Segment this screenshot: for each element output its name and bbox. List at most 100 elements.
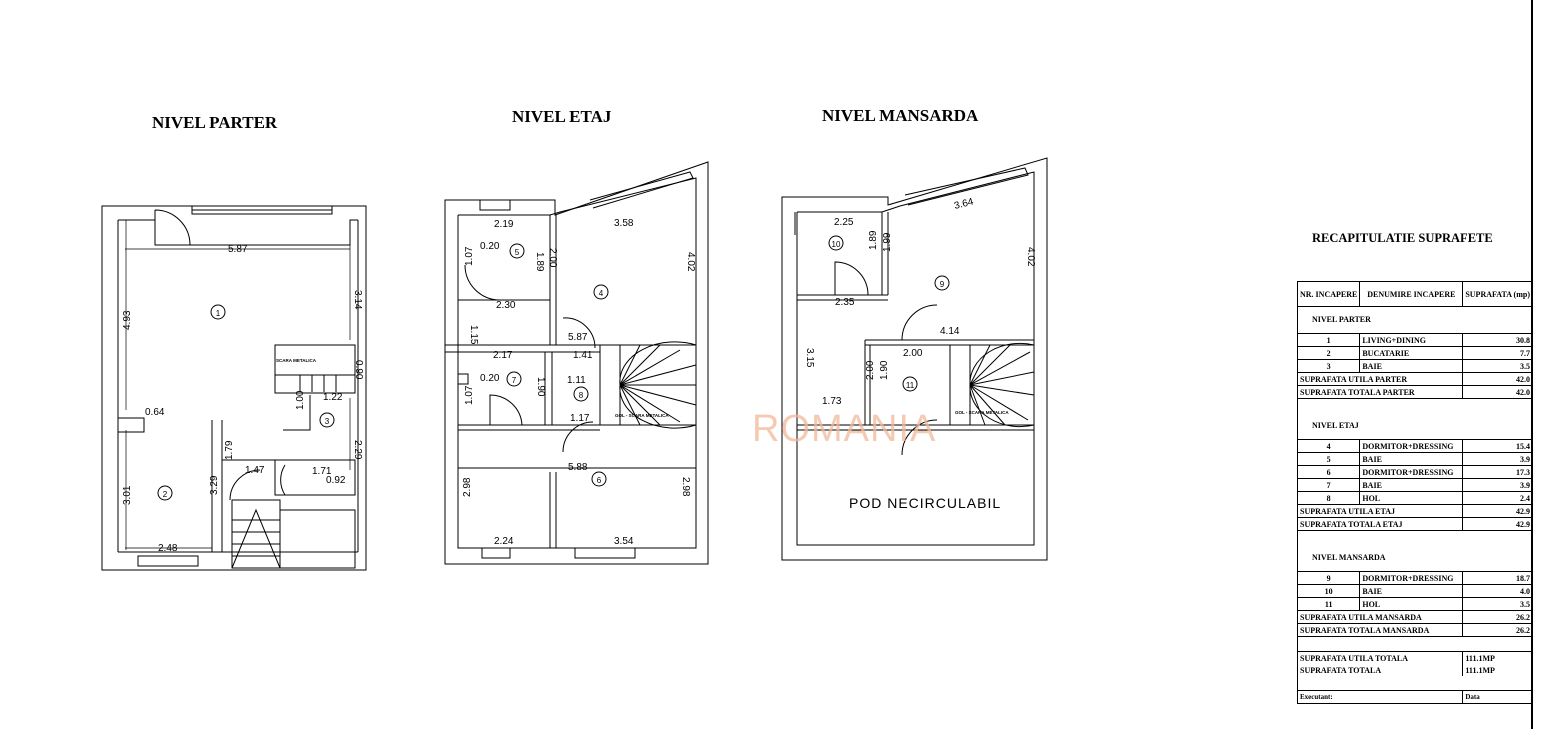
dim: 2.30 <box>496 300 516 311</box>
dim: 3.64 <box>953 196 975 211</box>
dim: 4.02 <box>685 252 696 272</box>
dim: 2.00 <box>547 248 558 268</box>
watermark-romania: ROMANIA <box>752 408 937 450</box>
stair-label: GOL - SCARA METALICA <box>955 410 1009 415</box>
dimension-labels: 5.87 4.93 3.14 0.90 1.22 1.00 0.64 3.01 … <box>122 196 1036 554</box>
dim: 2.19 <box>494 219 514 230</box>
dim: 3.14 <box>352 290 363 310</box>
dim: 0.20 <box>480 241 500 252</box>
dim: 1.00 <box>295 390 306 410</box>
dim: 0.90 <box>353 360 364 380</box>
col-name: DENUMIRE INCAPERE <box>1359 281 1464 307</box>
col-nr: NR. INCAPERE <box>1296 281 1361 307</box>
dim: 2.00 <box>903 348 923 359</box>
dim: 1.89 <box>534 252 545 272</box>
dim: 3.29 <box>209 475 220 495</box>
dim: 3.58 <box>614 218 634 229</box>
room-number: 7 <box>512 376 517 385</box>
room-number: 2 <box>163 490 168 499</box>
dim: 1.11 <box>567 375 586 386</box>
dim: 5.88 <box>568 462 588 473</box>
dim: 1.79 <box>224 440 235 460</box>
dim: 1.89 <box>868 230 879 250</box>
dim: 1.07 <box>464 246 475 266</box>
title-nivel-parter: NIVEL PARTER <box>152 113 278 132</box>
room-number: 3 <box>325 417 330 426</box>
dim: 2.98 <box>680 477 691 497</box>
stair-label: SCARA METALICA <box>276 358 317 363</box>
dim: 3.54 <box>614 536 634 547</box>
dim: 1.99 <box>882 232 893 252</box>
recap-table: NR. INCAPERE DENUMIRE INCAPERE SUPRAFATA… <box>1296 281 1533 704</box>
section-etaj: NIVEL ETAJ <box>1297 413 1533 440</box>
dim: 2.48 <box>158 543 178 554</box>
dim: 0.20 <box>480 373 500 384</box>
col-area: SUPRAFATA (mp) <box>1462 281 1533 307</box>
dim: 1.90 <box>879 360 890 380</box>
plan-parter <box>101 205 367 571</box>
dim: 1.17 <box>570 413 590 424</box>
pod-necirculabil-label: POD NECIRCULABIL <box>849 495 1001 511</box>
dim: 5.87 <box>568 332 588 343</box>
dim: 5.87 <box>228 244 248 255</box>
dim: 1.15 <box>468 325 479 345</box>
room-number: 5 <box>515 248 520 257</box>
dim: 1.47 <box>245 465 265 476</box>
dim: 1.73 <box>822 396 842 407</box>
room-number: 10 <box>832 240 841 249</box>
plan-etaj <box>444 161 709 565</box>
mansarda-outer-wall <box>781 157 1048 561</box>
dim: 2.98 <box>462 477 473 497</box>
stair-label: GOL - SCARA METALICA <box>615 413 669 418</box>
dim: 4.14 <box>940 326 960 337</box>
room-number: 4 <box>599 289 604 298</box>
dim: 1.90 <box>535 377 546 397</box>
parter-outer-wall <box>101 205 367 571</box>
dim: 4.93 <box>122 310 133 330</box>
section-mansarda: NIVEL MANSARDA <box>1297 545 1533 572</box>
room-number: 11 <box>906 381 915 390</box>
dim: 2.00 <box>865 360 876 380</box>
title-nivel-etaj: NIVEL ETAJ <box>512 107 612 126</box>
dim: 0.92 <box>326 475 346 486</box>
dim: 3.15 <box>804 348 815 368</box>
dim: 1.07 <box>464 385 475 405</box>
room-number: 9 <box>940 280 945 289</box>
dim: 1.71 <box>312 466 332 477</box>
title-nivel-mansarda: NIVEL MANSARDA <box>822 106 979 125</box>
room-number: 8 <box>579 391 584 400</box>
dim: 1.22 <box>323 392 343 403</box>
room-number: 1 <box>216 309 221 318</box>
table-header-row: NR. INCAPERE DENUMIRE INCAPERE SUPRAFATA… <box>1296 281 1533 307</box>
plan-mansarda <box>781 157 1048 561</box>
dim: 2.17 <box>493 350 513 361</box>
dim: 3.01 <box>122 485 133 505</box>
executant-row: Executant:Data <box>1296 690 1533 704</box>
dim: 2.24 <box>494 536 514 547</box>
dim: 0.64 <box>145 407 165 418</box>
dim: 1.41 <box>573 350 593 361</box>
dim: 2.25 <box>834 217 854 228</box>
recap-title: RECAPITULATIE SUPRAFETE <box>1312 231 1493 245</box>
section-parter: NIVEL PARTER <box>1297 306 1533 334</box>
dim: 4.02 <box>1025 247 1036 267</box>
room-number: 6 <box>597 476 602 485</box>
